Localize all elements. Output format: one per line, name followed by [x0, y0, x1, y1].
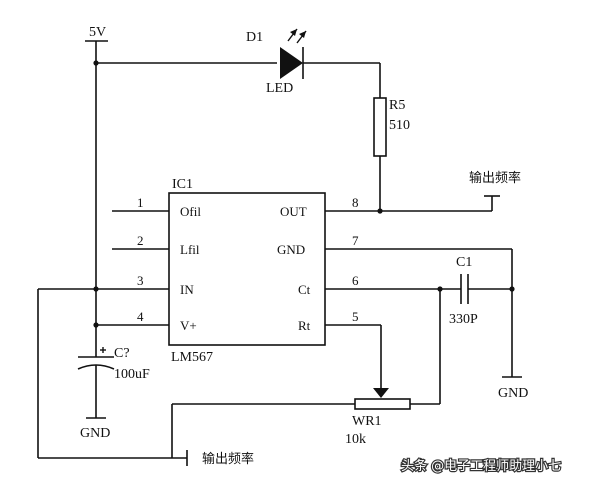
- wiper-arrow-icon: [373, 388, 389, 398]
- watermark-text: 头条 @电子工程师助理小七: [401, 458, 561, 474]
- ic-part: LM567: [171, 350, 213, 365]
- output-label-top: 输出频率: [469, 170, 521, 186]
- pin-4-name: V+: [180, 318, 197, 333]
- capacitor-supply: C? 100uF GND: [77, 346, 150, 441]
- led-name: LED: [266, 81, 293, 96]
- output-terminal-bottom: 输出频率: [37, 289, 254, 467]
- resistor-r5: R5 510: [373, 63, 410, 211]
- output-terminal-top: 输出频率: [325, 170, 521, 214]
- led-d1: D1 LED: [246, 28, 380, 96]
- watermark: 头条 @电子工程师助理小七: [400, 457, 563, 475]
- resistor-ref: R5: [389, 98, 405, 113]
- c1-value: 330P: [449, 312, 478, 327]
- pin-8-name: OUT: [280, 204, 307, 219]
- pin-2-number: 2: [137, 233, 144, 248]
- pin-3-number: 3: [137, 273, 144, 288]
- ground-left-label: GND: [80, 426, 110, 441]
- pot-ref: WR1: [352, 414, 382, 429]
- capacitor-c1: C1 330P: [325, 255, 515, 327]
- pin-7-number: 7: [352, 233, 359, 248]
- ic-lm567: IC1 LM567 1 2 3 4 Ofil Lfil IN V+ OUT GN…: [38, 177, 359, 365]
- pin-8-number: 8: [352, 195, 359, 210]
- ground-right-label: GND: [498, 386, 528, 401]
- pin-3-name: IN: [180, 282, 194, 297]
- supply-label: 5V: [89, 25, 106, 40]
- c1-ref: C1: [456, 255, 472, 270]
- pin-6-name: Ct: [298, 282, 311, 297]
- pin-6-number: 6: [352, 273, 359, 288]
- supply-rail: 5V: [85, 25, 277, 357]
- resistor-value: 510: [389, 118, 410, 133]
- pin-1-name: Ofil: [180, 204, 201, 219]
- ic-ref: IC1: [172, 177, 193, 192]
- potentiometer-wr1: WR1 10k: [171, 289, 441, 458]
- pin-1-number: 1: [137, 195, 144, 210]
- pin-7-name: GND: [277, 242, 305, 257]
- pin-4-number: 4: [137, 309, 144, 324]
- c-supply-value: 100uF: [114, 367, 150, 382]
- pot-value: 10k: [345, 432, 366, 447]
- output-label-bottom: 输出频率: [202, 451, 254, 467]
- pin-5-name: Rt: [298, 318, 311, 333]
- ground-right: GND: [325, 248, 528, 401]
- c-supply-ref: C?: [114, 346, 130, 361]
- led-ref: D1: [246, 30, 263, 45]
- light-emission-icon: [287, 28, 307, 44]
- pin-5-number: 5: [352, 309, 359, 324]
- pin-2-name: Lfil: [180, 242, 200, 257]
